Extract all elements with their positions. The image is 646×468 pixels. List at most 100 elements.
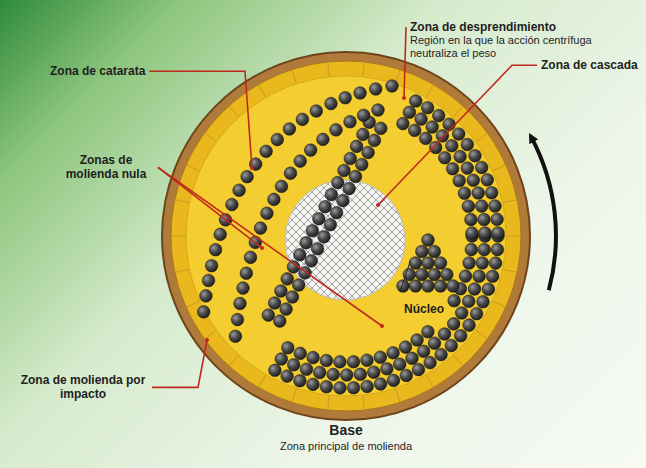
grinding-ball — [403, 106, 416, 119]
grinding-ball — [473, 270, 486, 283]
zone-label: Zonas de molienda nula — [58, 153, 154, 182]
grinding-ball — [294, 375, 307, 388]
liner-joint — [186, 301, 200, 307]
zone-label: Zona de cascada — [541, 58, 638, 72]
grinding-ball — [262, 309, 275, 322]
grinding-ball — [491, 243, 504, 256]
grinding-ball — [412, 363, 425, 376]
grinding-ball — [411, 334, 424, 347]
grinding-ball — [477, 296, 490, 309]
mill-shell — [162, 52, 530, 420]
liner-joint — [363, 62, 365, 77]
grinding-ball — [447, 280, 460, 293]
grinding-ball — [438, 151, 451, 164]
liner-joint — [292, 70, 297, 84]
grinding-ball — [200, 290, 213, 303]
grinding-ball — [280, 303, 293, 316]
zone-note: Zona principal de molienda — [280, 440, 412, 453]
grinding-ball — [237, 282, 250, 295]
liner-joint — [453, 106, 463, 117]
liner-joint — [492, 165, 506, 171]
liner-joint — [171, 236, 186, 237]
grinding-ball — [307, 378, 320, 391]
grinding-ball — [197, 306, 210, 319]
grinding-ball — [485, 187, 498, 200]
grinding-ball — [310, 105, 323, 118]
grinding-ball — [254, 222, 267, 235]
grinding-ball — [428, 245, 441, 258]
grinding-ball — [357, 109, 370, 122]
grinding-ball — [452, 128, 465, 141]
grinding-ball — [436, 130, 449, 143]
grinding-ball — [274, 315, 287, 328]
liner-joint — [186, 165, 200, 171]
liner-joint — [204, 330, 216, 339]
grinding-ball — [261, 207, 274, 220]
zone-label: Zona de desprendimiento — [410, 20, 556, 34]
zone-note: Región en la que la acción centrífuga ne… — [410, 34, 642, 60]
grinding-ball — [461, 162, 474, 175]
grinding-ball — [357, 128, 370, 141]
grinding-ball — [466, 227, 479, 240]
grinding-ball — [422, 234, 435, 247]
liner-joint — [492, 301, 506, 307]
grinding-ball — [344, 152, 357, 165]
leader-line — [158, 167, 262, 248]
grinding-ball — [469, 149, 482, 162]
grinding-ball — [229, 330, 242, 343]
liner-joint — [175, 200, 190, 203]
leader-dot — [205, 338, 209, 342]
grinding-ball — [296, 113, 309, 126]
grinding-ball — [334, 356, 347, 369]
liner-joint — [204, 133, 216, 142]
grinding-ball — [271, 133, 284, 146]
grinding-ball — [491, 213, 504, 226]
grinding-ball — [374, 378, 387, 391]
grinding-ball — [406, 352, 419, 365]
grinding-ball — [283, 123, 296, 136]
grinding-ball — [386, 80, 399, 93]
liner-joint — [328, 62, 330, 77]
liner-joint — [395, 388, 400, 402]
leader-lines — [149, 27, 537, 387]
grinding-ball — [446, 140, 459, 153]
grinding-ball — [233, 184, 246, 197]
grinding-ball — [408, 124, 421, 137]
grinding-ball — [441, 268, 454, 281]
grinding-ball — [354, 87, 367, 100]
grinding-ball — [281, 273, 294, 286]
grinding-ball — [334, 382, 347, 395]
leader-line — [404, 27, 406, 98]
grinding-ball — [400, 369, 413, 382]
grinding-ball — [327, 368, 340, 381]
grinding-ball — [330, 206, 343, 219]
grinding-ball — [317, 133, 330, 146]
grinding-ball — [393, 358, 406, 371]
grinding-ball — [300, 363, 313, 376]
grinding-ball — [368, 134, 381, 147]
grinding-ball — [410, 95, 423, 108]
grinding-ball — [462, 200, 475, 213]
grinding-ball — [231, 313, 244, 326]
grinding-ball — [347, 382, 360, 395]
grinding-ball — [240, 267, 253, 280]
leader-line — [158, 167, 382, 326]
grinding-ball — [434, 257, 447, 270]
grinding-ball — [445, 339, 458, 352]
liner-joint — [259, 84, 267, 97]
grinding-ball — [453, 174, 466, 187]
liner-joint — [426, 375, 434, 388]
hatched-core — [285, 180, 405, 300]
grinding-ball — [421, 101, 434, 114]
grinding-ball — [387, 347, 400, 360]
liner-joint — [292, 388, 297, 402]
zone-label: Núcleo — [404, 302, 444, 316]
grinding-ball — [434, 280, 447, 293]
grinding-ball — [275, 353, 288, 366]
grinding-ball — [468, 283, 481, 296]
grinding-ball — [349, 170, 362, 183]
grinding-ball — [387, 374, 400, 387]
liner-joint — [453, 355, 463, 366]
grinding-ball — [268, 193, 281, 206]
